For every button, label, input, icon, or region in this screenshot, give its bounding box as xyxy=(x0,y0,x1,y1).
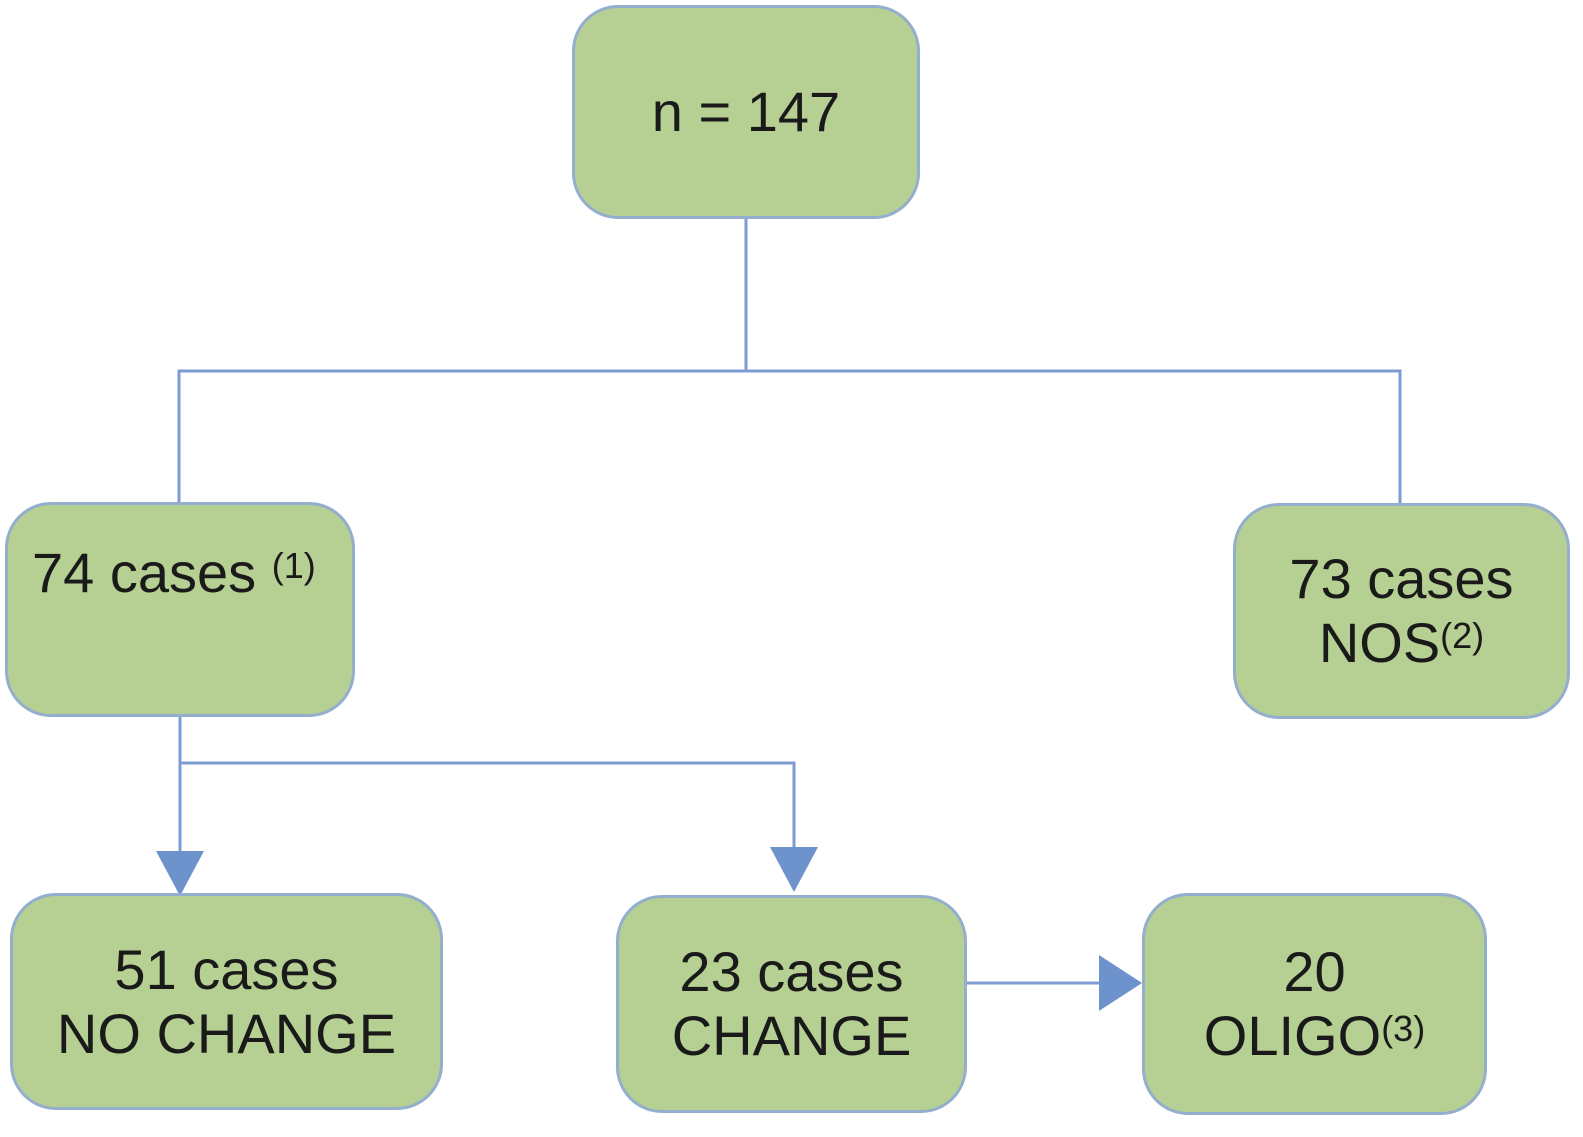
node-total-cases-label: n = 147 xyxy=(651,80,841,143)
node-oligo-line2: OLIGO(3) xyxy=(1204,1004,1425,1068)
node-74-cases-text: 74 cases xyxy=(32,541,257,604)
arrowhead-down-no-change-icon xyxy=(156,851,204,896)
node-23-cases-change: 23 cases CHANGE xyxy=(616,895,967,1113)
node-change-line1: 23 cases xyxy=(679,940,904,1003)
footnote-marker-3: (3) xyxy=(1381,1008,1426,1049)
node-20-oligo: 20 OLIGO(3) xyxy=(1142,893,1487,1115)
node-oligo-text: OLIGO xyxy=(1203,1004,1382,1067)
node-change-line2: CHANGE xyxy=(671,1004,912,1067)
arrowhead-right-oligo-icon xyxy=(1099,955,1142,1011)
node-no-change-line1: 51 cases xyxy=(114,937,339,1001)
arrowhead-down-change-icon xyxy=(770,847,818,892)
footnote-marker-2: (2) xyxy=(1440,615,1485,656)
node-73-nos-text: NOS xyxy=(1318,611,1441,674)
node-51-cases-no-change: 51 cases NO CHANGE xyxy=(10,893,443,1110)
node-oligo-line1: 20 xyxy=(1283,940,1346,1003)
node-74-cases: 74 cases (1) xyxy=(5,502,355,717)
node-total-cases: n = 147 xyxy=(572,5,920,219)
node-74-cases-label: 74 cases (1) xyxy=(32,541,316,605)
node-no-change-line2: NO CHANGE xyxy=(56,1001,397,1065)
node-73-nos-line2: NOS(2) xyxy=(1319,611,1484,675)
node-73-nos-line1: 73 cases xyxy=(1289,547,1514,610)
node-73-cases-nos: 73 cases NOS(2) xyxy=(1233,503,1570,719)
footnote-marker-1: (1) xyxy=(271,545,316,586)
